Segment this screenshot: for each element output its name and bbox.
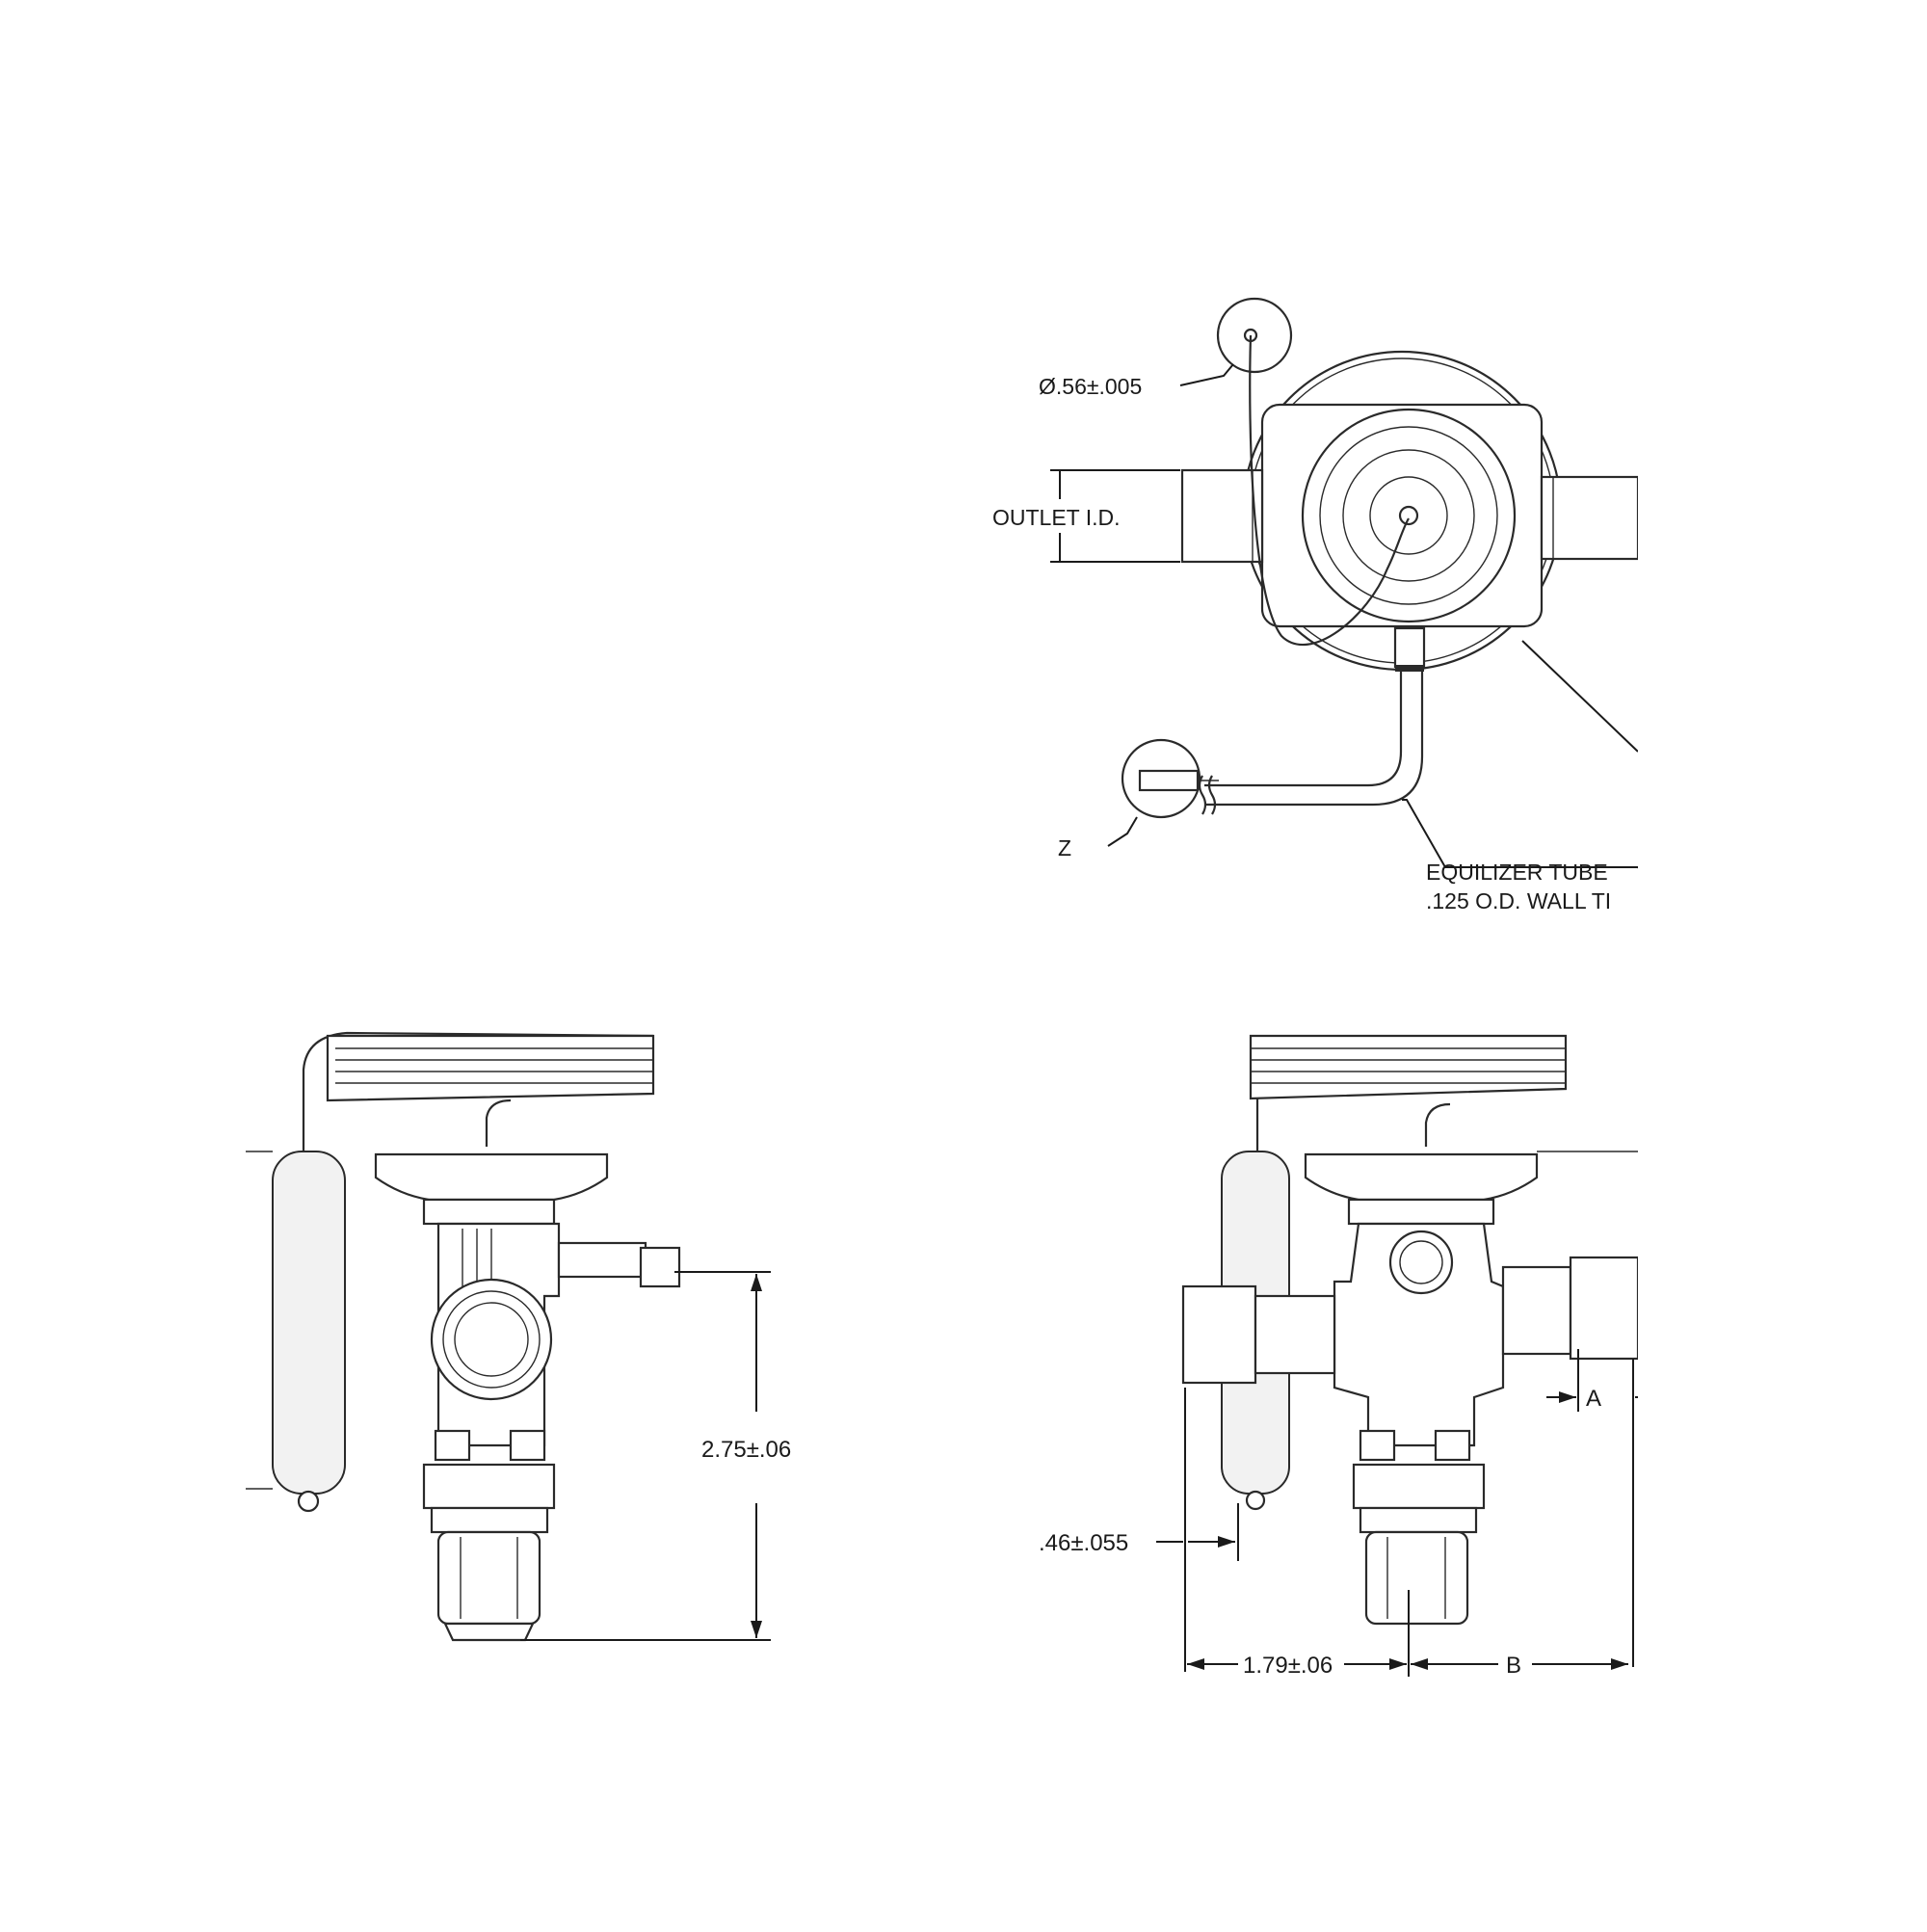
front-adjust-cap [436, 1530, 541, 1626]
crop-mask [1638, 0, 1927, 1927]
width-a-dimension: A [1586, 1386, 1601, 1412]
equalizer-nut [1395, 665, 1424, 672]
side-view [1156, 1034, 1640, 1677]
front-side-tube [557, 1241, 647, 1279]
front-bolt-left [434, 1429, 471, 1462]
front-coil-wrap [326, 1034, 655, 1102]
front-inlet-outer [430, 1278, 553, 1401]
offset-dimension: .46±.055 [1039, 1530, 1128, 1556]
side-inlet-right [1501, 1265, 1572, 1356]
bulb-detail-circle [1216, 297, 1293, 374]
body-ring-3 [1342, 449, 1475, 582]
front-bulb-tip [297, 1490, 320, 1513]
equalizer-tube-outer [1204, 672, 1403, 787]
side-diaphragm-head [1304, 1152, 1539, 1202]
bulb-detail-dot [1243, 328, 1258, 343]
front-side-nut [639, 1246, 681, 1288]
body-ring-4 [1369, 476, 1448, 555]
side-valve-body [1333, 1222, 1505, 1447]
inlet-stub-right [1540, 475, 1640, 561]
break-mark-1 [1207, 775, 1217, 815]
side-bolt-right [1434, 1429, 1471, 1462]
outlet-stub-left [1180, 468, 1264, 564]
side-outlet-tube-left [1254, 1294, 1336, 1375]
front-sensing-bulb [272, 1151, 346, 1495]
front-capillary [302, 1031, 654, 1161]
center-port [1398, 505, 1419, 526]
body-ring-1 [1301, 408, 1517, 623]
side-bulb-tip [1245, 1490, 1266, 1511]
front-bolt-right [509, 1429, 546, 1462]
front-collar [422, 1463, 556, 1510]
body-ring-2 [1319, 426, 1498, 605]
equalizer-label-line1: EQUILIZER TUBE [1426, 860, 1608, 885]
side-inlet-tube-right [1569, 1256, 1640, 1361]
side-collar-2 [1359, 1506, 1478, 1534]
side-bonnet [1347, 1198, 1495, 1226]
capillary-tube [1249, 334, 1410, 647]
side-bolt-left [1359, 1429, 1396, 1462]
side-adjust-cap [1364, 1530, 1469, 1626]
front-view [246, 1031, 771, 1642]
side-outlet-left [1181, 1284, 1257, 1385]
front-collar-2 [430, 1506, 549, 1534]
z-label: Z [1058, 835, 1071, 860]
front-bonnet [422, 1198, 556, 1226]
z-tube-end [1138, 769, 1200, 792]
outlet-id-label: OUTLET I.D. [992, 505, 1121, 530]
equalizer-tube-inner [1204, 672, 1424, 807]
bulb-diameter-callout: Ø.56±.005 [1039, 374, 1142, 399]
width-left-dimension: 1.79±.06 [1243, 1653, 1333, 1679]
equalizer-fitting [1393, 626, 1426, 669]
equalizer-label-line2: .125 O.D. WALL TI [1426, 888, 1611, 913]
side-coil-wrap [1249, 1034, 1568, 1100]
width-b-dimension: B [1506, 1653, 1521, 1679]
side-collar [1352, 1463, 1486, 1510]
height-dimension: 2.75±.06 [701, 1437, 791, 1463]
front-diaphragm-head [374, 1152, 609, 1202]
z-detail-circle [1121, 738, 1201, 819]
